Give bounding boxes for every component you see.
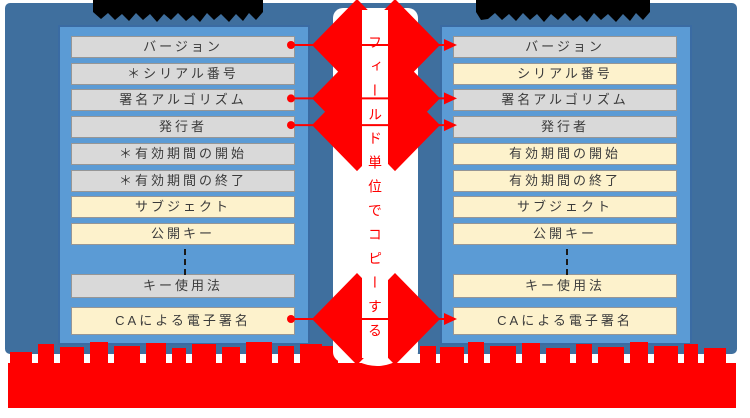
left-field-row-1: バージョン <box>71 36 295 58</box>
right-certificate-panel: バージョンシリアル番号署名アルゴリズム発行者有効期間の開始有効期間の終了サブジェ… <box>440 25 692 345</box>
copy-arrows-graphic <box>287 0 457 365</box>
left-certificate-panel: バージョン ＊シリアル番号署名アルゴリズム発行者 ＊有効期間の開始 ＊有効期間の終了サ… <box>58 25 310 345</box>
right-field-row-4: 発行者 <box>453 116 677 139</box>
right-field-row-7: サブジェクト <box>453 196 677 219</box>
left-ellipsis-dashed-line <box>184 249 186 275</box>
left-field-row-8: 公開キー <box>71 222 295 245</box>
left-field-row-4: 発行者 <box>71 116 295 139</box>
left-field-row-9: キー使用法 <box>71 274 295 298</box>
left-field-row-6: ＊有効期間の終了 <box>71 169 295 192</box>
left-certificate-rows: バージョン ＊シリアル番号署名アルゴリズム発行者 ＊有効期間の開始 ＊有効期間の終了サ… <box>71 27 297 343</box>
right-field-row-10: CAによる電子署名 <box>453 307 677 335</box>
right-field-row-8: 公開キー <box>453 222 677 245</box>
left-field-row-3: 署名アルゴリズム <box>71 89 295 112</box>
right-field-row-3: 署名アルゴリズム <box>453 89 677 112</box>
right-field-row-9: キー使用法 <box>453 274 677 298</box>
right-field-row-2: シリアル番号 <box>453 62 677 85</box>
right-title-redaction <box>476 0 650 22</box>
copy-label-vertical-text: フィールド単位でコピーする <box>367 35 383 347</box>
left-field-row-10: CAによる電子署名 <box>71 307 295 335</box>
redacted-caption-blob <box>8 338 736 408</box>
right-ellipsis-dashed-line <box>566 249 568 275</box>
right-field-row-5: 有効期間の開始 <box>453 142 677 165</box>
left-field-row-2: ＊シリアル番号 <box>71 62 295 85</box>
left-field-row-5: ＊有効期間の開始 <box>71 142 295 165</box>
right-certificate-rows: バージョンシリアル番号署名アルゴリズム発行者有効期間の開始有効期間の終了サブジェ… <box>453 27 679 343</box>
left-title-redaction <box>93 0 263 22</box>
right-field-row-1: バージョン <box>453 36 677 58</box>
right-field-row-6: 有効期間の終了 <box>453 169 677 192</box>
left-field-row-7: サブジェクト <box>71 196 295 219</box>
redacted-title-banners <box>93 0 650 22</box>
